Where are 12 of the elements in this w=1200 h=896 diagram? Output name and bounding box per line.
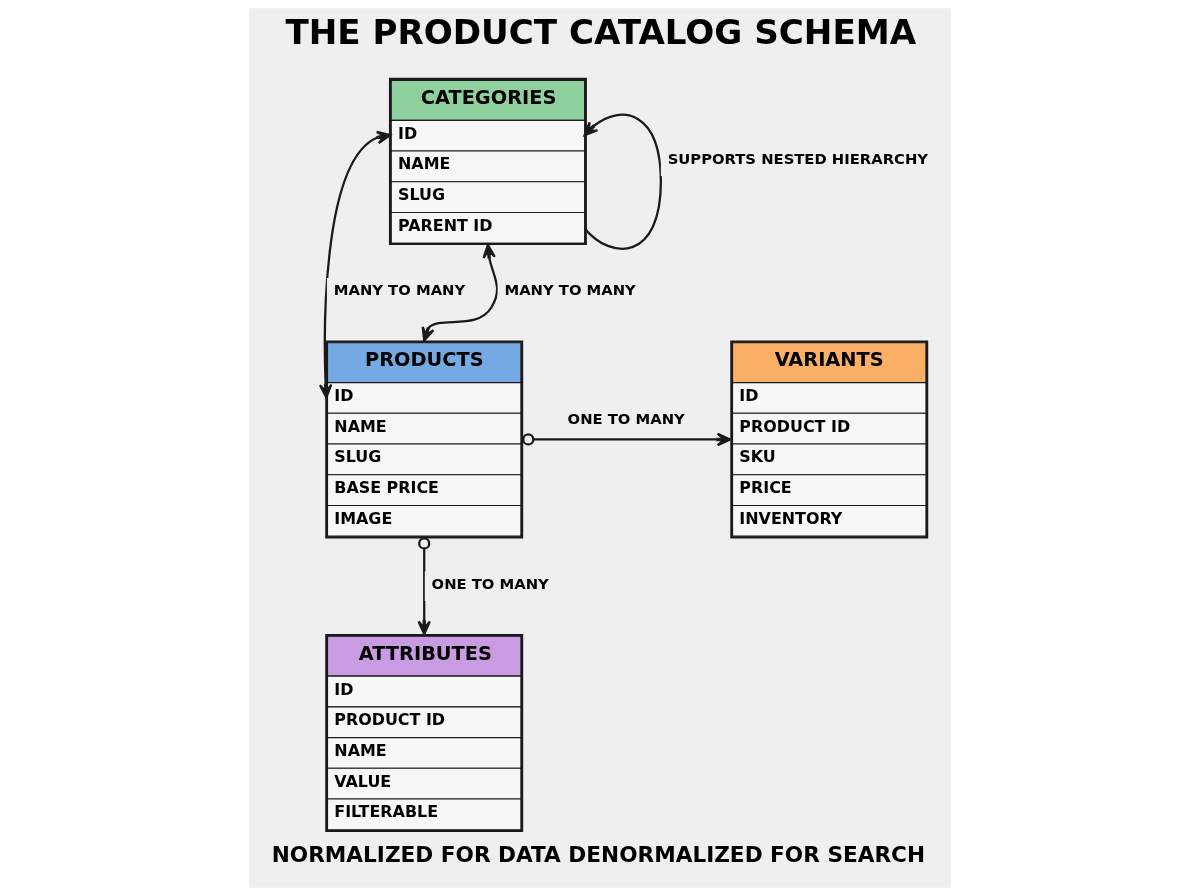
edge-label: ONE TO MANY <box>431 574 549 592</box>
arrow <box>583 113 662 250</box>
edge-label: ONE TO MANY <box>567 409 685 427</box>
arrow <box>522 432 732 447</box>
caption: NORMALIZED FOR DATA DENORMALIZED FOR SEARCH <box>271 841 926 867</box>
edge-label: SUPPORTS NESTED HIERARCHY <box>667 150 928 168</box>
edge-label: MANY TO MANY <box>504 281 636 299</box>
diagram-title: THE PRODUCT CATALOG SCHEMA <box>285 11 917 52</box>
arrow <box>417 537 431 636</box>
arrow <box>421 243 499 342</box>
edge-label: MANY TO MANY <box>333 281 466 299</box>
arrow <box>318 130 392 399</box>
